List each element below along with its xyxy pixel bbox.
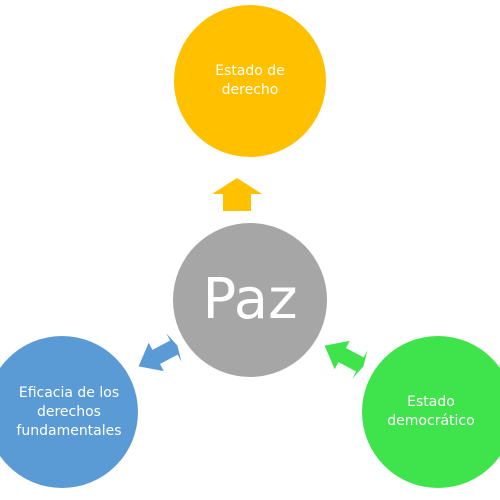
node-top-label: Estado de derecho [215,63,285,98]
center-label: Paz [202,267,298,332]
node-left-label: Eficacia de los derechos fundamentales [16,384,122,439]
arrow-up-icon [212,178,262,211]
arrow-right-icon [324,340,368,379]
arrow-left-icon [138,333,182,372]
node-top-circle [174,5,326,157]
center-circle [173,223,327,377]
node-right-circle [362,336,500,488]
node-left-circle [0,336,138,488]
node-right-label: Estado democrático [387,394,475,429]
